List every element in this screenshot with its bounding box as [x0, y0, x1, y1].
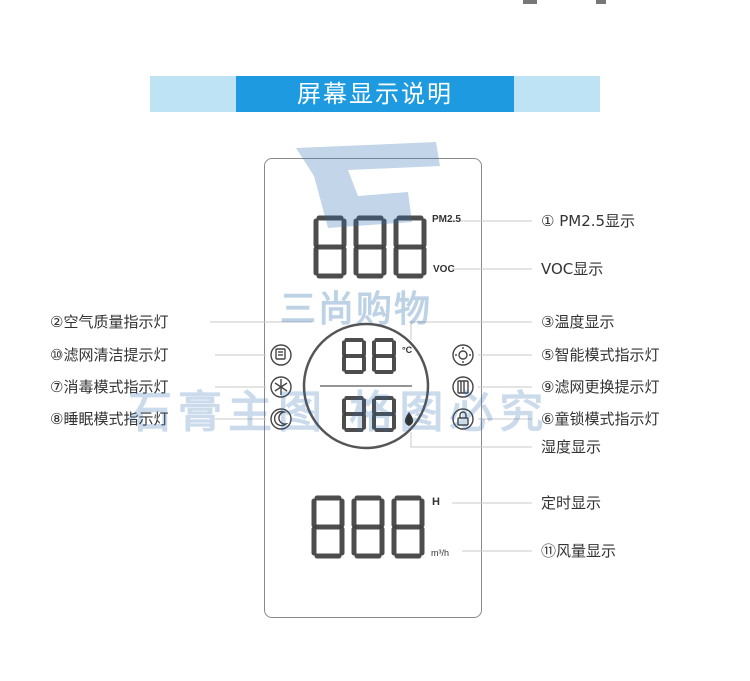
callout-filter-replace: ⑨滤网更换提示灯 [541, 378, 660, 396]
hour-unit-label: H [432, 496, 440, 508]
callout-child-lock: ⑥童锁模式指示灯 [541, 410, 660, 428]
pm25-unit-label: PM2.5 [432, 214, 461, 225]
callout-temperature: ③温度显示 [541, 313, 615, 331]
callout-filter-clean: ⑩滤网清洁提示灯 [50, 346, 169, 364]
page-title: 屏幕显示说明 [236, 76, 514, 112]
callout-pm25: ① PM2.5显示 [541, 212, 636, 230]
temperature-digits [342, 338, 396, 374]
timer-airflow-digits [311, 495, 425, 559]
celsius-unit-label: °C [402, 345, 413, 355]
humidity-digits [342, 396, 396, 432]
callout-airflow: ⑪风量显示 [541, 542, 617, 560]
segment-digit [372, 338, 396, 374]
leader-line-humidity [410, 432, 532, 448]
segment-digit [353, 215, 387, 279]
callout-voc: VOC显示 [541, 260, 604, 278]
segment-digit [372, 396, 396, 432]
leader-line-temperature [410, 321, 532, 340]
sterilize-icon [270, 376, 292, 398]
filter-clean-icon [270, 344, 292, 366]
callout-air-quality: ②空气质量指示灯 [50, 313, 169, 331]
callout-smart-mode: ⑤智能模式指示灯 [541, 346, 660, 364]
segment-digit [342, 396, 366, 432]
segment-digit [351, 495, 385, 559]
smart-mode-icon [452, 344, 474, 366]
airflow-unit-label: m³/h [431, 548, 449, 558]
filter-replace-icon [452, 376, 474, 398]
callout-sterilize: ⑦消毒模式指示灯 [50, 378, 169, 396]
voc-unit-label: VOC [433, 264, 455, 275]
callout-sleep: ⑧睡眠模式指示灯 [50, 410, 169, 428]
top-edge-mark [523, 0, 537, 4]
segment-digit [342, 338, 366, 374]
segment-digit [393, 215, 427, 279]
child-lock-icon [452, 408, 474, 430]
callout-humidity: 湿度显示 [541, 438, 602, 456]
water-drop-icon [404, 412, 414, 426]
callout-timer: 定时显示 [541, 494, 602, 512]
top-edge-mark [596, 0, 606, 4]
air-quality-ring [302, 322, 430, 450]
display-panel [264, 158, 482, 618]
segment-digit [313, 215, 347, 279]
segment-digit [391, 495, 425, 559]
pm25-digits [313, 215, 427, 279]
sleep-mode-icon [270, 408, 292, 430]
segment-digit [311, 495, 345, 559]
leader-lines [210, 220, 532, 552]
